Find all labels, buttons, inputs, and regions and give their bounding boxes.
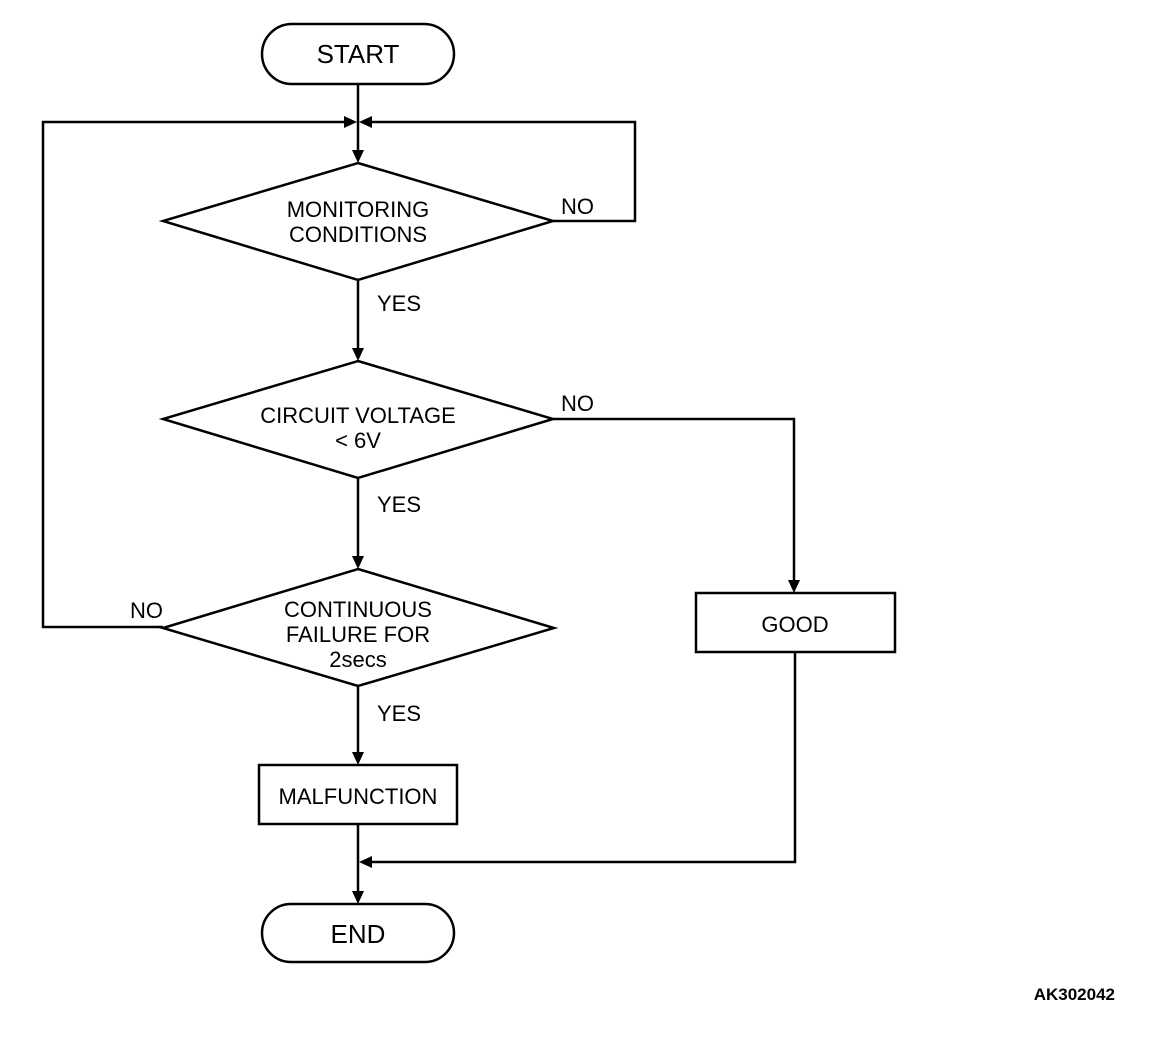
continuous-yes-label: YES [377, 701, 421, 726]
voltage-label-line2: < 6V [335, 428, 381, 453]
arrowhead-voltage [352, 348, 364, 361]
arrowhead-good [788, 580, 800, 593]
figure-id: AK302042 [1034, 985, 1115, 1004]
continuous-no-label: NO [130, 598, 163, 623]
edge-good-to-end [366, 653, 797, 864]
voltage-yes-label: YES [377, 492, 421, 517]
arrowhead-continuous-no [344, 116, 357, 128]
good-box: GOOD [694, 591, 897, 654]
malfunction-label: MALFUNCTION [279, 784, 438, 809]
monitoring-label-line2: CONDITIONS [289, 222, 427, 247]
circuit-voltage-decision: CIRCUIT VOLTAGE < 6V [158, 359, 558, 480]
arrowhead-monitoring-no [359, 116, 372, 128]
continuous-label-line2: FAILURE FOR [286, 622, 430, 647]
voltage-label-line1: CIRCUIT VOLTAGE [260, 403, 456, 428]
monitoring-label-line1: MONITORING [287, 197, 430, 222]
monitoring-no-label: NO [561, 194, 594, 219]
malfunction-box: MALFUNCTION [257, 763, 459, 826]
arrowhead-continuous [352, 556, 364, 569]
edge-voltage-no [553, 417, 796, 586]
continuous-label-line3: 2secs [329, 647, 386, 672]
continuous-label-line1: CONTINUOUS [284, 597, 432, 622]
edge-monitoring-no-loop [366, 120, 637, 223]
arrowhead-good-merge [359, 856, 372, 868]
continuous-failure-decision: CONTINUOUS FAILURE FOR 2secs [158, 567, 559, 688]
good-label: GOOD [761, 612, 828, 637]
arrowhead-end [352, 891, 364, 904]
monitoring-conditions-decision: MONITORING CONDITIONS [158, 161, 558, 282]
edge-continuous-no-loop [41, 120, 350, 629]
end-terminal: END [260, 902, 456, 964]
voltage-no-label: NO [561, 391, 594, 416]
end-label: END [331, 919, 386, 949]
start-terminal: START [260, 22, 456, 86]
monitoring-yes-label: YES [377, 291, 421, 316]
arrowhead-monitoring [352, 150, 364, 163]
arrowhead-malfunction [352, 752, 364, 765]
start-label: START [317, 39, 400, 69]
